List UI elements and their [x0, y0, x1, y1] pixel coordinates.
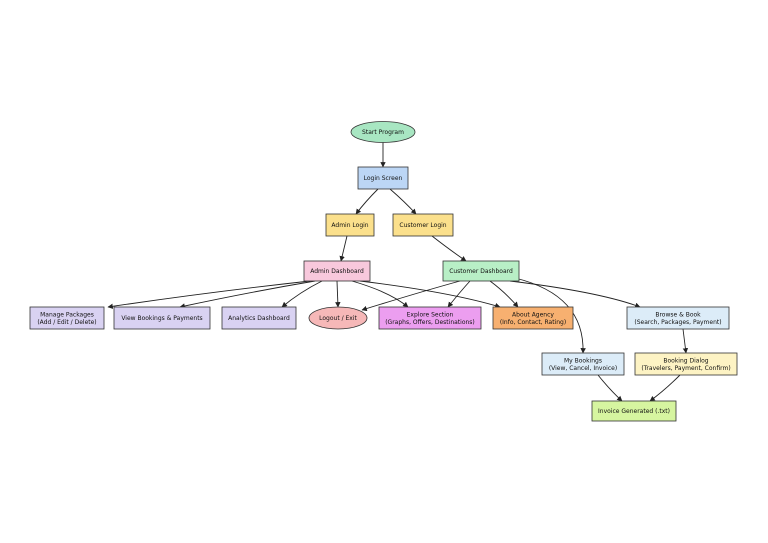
node-admin-dashboard: Admin Dashboard [303, 260, 371, 282]
node-label: (Graphs, Offers, Destinations) [385, 319, 475, 326]
node-label: Admin Dashboard [310, 268, 364, 275]
node-customer-login: Customer Login [392, 213, 454, 237]
node-shape [350, 121, 416, 143]
node-shape [626, 306, 730, 330]
node-label: View Bookings & Payments [121, 315, 202, 322]
node-login: Login Screen [357, 166, 409, 190]
node-shape [29, 306, 105, 330]
node-shape [378, 306, 482, 330]
node-label: Logout / Exit [319, 315, 357, 322]
edge-arrow [335, 280, 341, 308]
edge-arrow [649, 374, 681, 402]
node-admin-login: Admin Login [325, 213, 375, 237]
node-label: Booking Dialog [663, 357, 708, 364]
edge-arrow [514, 277, 586, 354]
node-shape [303, 260, 371, 282]
node-explore: Explore Section(Graphs, Offers, Destinat… [378, 306, 482, 330]
node-label: (Travelers, Payment, Confirm) [641, 365, 730, 372]
node-shape [357, 166, 409, 190]
edge-arrow [179, 280, 316, 309]
node-shape [325, 213, 375, 237]
edge-arrow [489, 280, 519, 308]
node-shape [308, 306, 368, 330]
edge-arrow [597, 374, 623, 402]
node-label: Explore Section [407, 311, 454, 318]
node-booking-dialog: Booking Dialog(Travelers, Payment, Confi… [634, 352, 738, 376]
node-browse: Browse & Book(Search, Packages, Payment) [626, 306, 730, 330]
node-shape [492, 306, 574, 330]
edge-arrow [107, 280, 311, 309]
node-label: (View, Cancel, Invoice) [549, 365, 617, 372]
node-label: (Info, Contact, Rating) [500, 319, 566, 326]
node-my-bookings: My Bookings(View, Cancel, Invoice) [541, 352, 625, 376]
node-shape [634, 352, 738, 376]
node-shape [392, 213, 454, 237]
edge-arrow [509, 280, 641, 308]
node-label: (Search, Packages, Payment) [634, 319, 721, 326]
node-label: Browse & Book [655, 311, 701, 318]
node-label: Start Program [362, 129, 404, 136]
node-shape [113, 306, 211, 330]
node-label: Customer Login [399, 222, 446, 229]
edge-arrow [682, 328, 689, 354]
node-label: Manage Packages [40, 311, 94, 318]
edge-arrow [359, 280, 501, 309]
node-label: Customer Dashboard [449, 268, 513, 275]
node-label: Analytics Dashboard [228, 315, 290, 322]
edge-arrow [361, 280, 461, 312]
node-label: My Bookings [564, 357, 602, 364]
node-start: Start Program [350, 121, 416, 143]
node-about: About Agency(Info, Contact, Rating) [492, 306, 574, 330]
node-label: Login Screen [364, 175, 403, 182]
node-logout: Logout / Exit [308, 306, 368, 330]
edge-arrow [447, 280, 471, 308]
node-label: About Agency [512, 311, 554, 318]
node-view-bookings: View Bookings & Payments [113, 306, 211, 330]
node-shape [591, 400, 677, 422]
edge-arrow [431, 235, 467, 262]
edge-arrow [389, 188, 417, 215]
edge-arrow [339, 235, 348, 262]
node-label: Admin Login [331, 222, 368, 229]
edge-arrow [355, 188, 379, 215]
node-customer-dashboard: Customer Dashboard [442, 260, 520, 282]
node-manage-packages: Manage Packages(Add / Edit / Delete) [29, 306, 105, 330]
node-shape [221, 306, 297, 330]
node-analytics: Analytics Dashboard [221, 306, 297, 330]
node-invoice: Invoice Generated (.txt) [591, 400, 677, 422]
node-shape [541, 352, 625, 376]
edge-arrow [281, 280, 323, 308]
node-shape [442, 260, 520, 282]
edges [107, 142, 689, 402]
node-label: Invoice Generated (.txt) [598, 408, 670, 415]
node-label: (Add / Edit / Delete) [37, 319, 96, 326]
edge-arrow [351, 280, 409, 308]
